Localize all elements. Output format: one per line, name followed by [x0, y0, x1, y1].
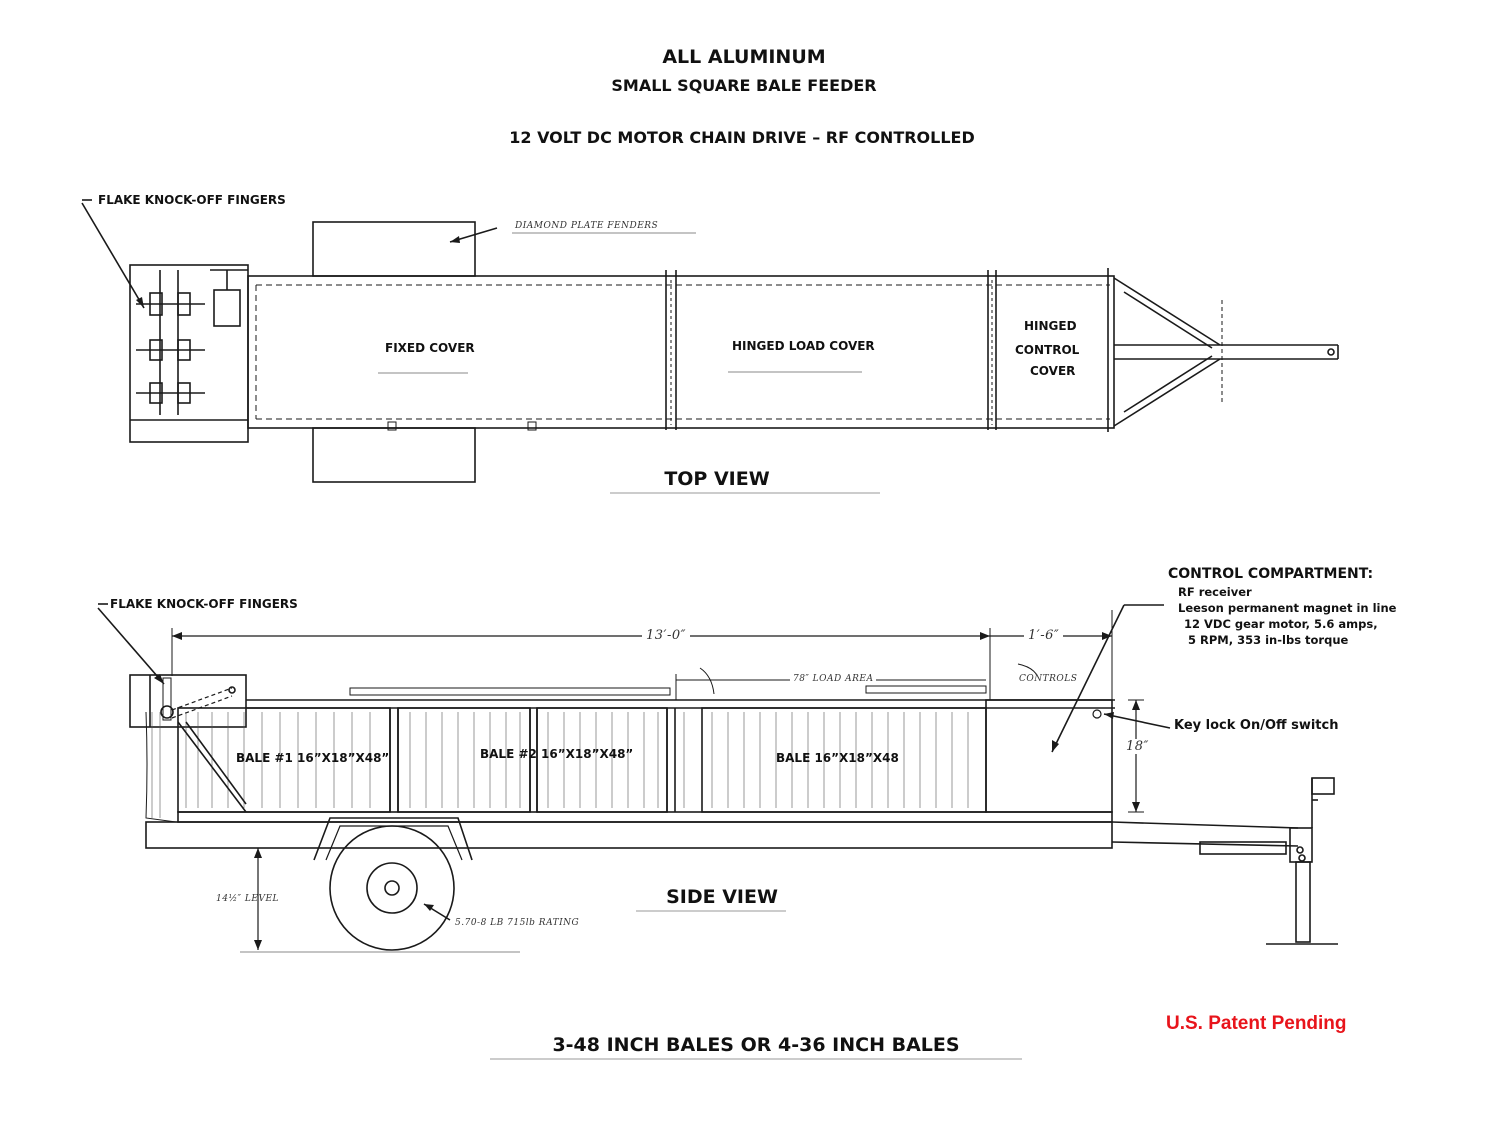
top-fingers-label: FLAKE KNOCK-OFF FINGERS — [98, 193, 286, 207]
drive-description: 12 VOLT DC MOTOR CHAIN DRIVE – RF CONTRO… — [509, 128, 975, 147]
key-lock-label: Key lock On/Off switch — [1174, 718, 1339, 733]
bales-capacity-note: 3-48 INCH BALES OR 4-36 INCH BALES — [552, 1034, 960, 1056]
side-feeder-head — [129, 674, 247, 728]
load-area-label: 78″ LOAD AREA — [790, 674, 877, 684]
bale-1-label: BALE #1 16”X18”X48” — [236, 751, 390, 765]
controls-label: CONTROLS — [1016, 674, 1081, 684]
patent-notice: U.S. Patent Pending — [1166, 1013, 1347, 1034]
page-title: ALL ALUMINUM — [662, 46, 826, 68]
control-compartment-line: 12 VDC gear motor, 5.6 amps, — [1184, 617, 1378, 631]
side-wheel — [329, 825, 455, 951]
hinged-control-cover-line-2: CONTROL — [1015, 343, 1080, 357]
bale-2-label: BALE #2 16”X18”X48” — [480, 747, 634, 761]
control-compartment-line: RF receiver — [1178, 585, 1252, 599]
hinged-control-cover-line-1: HINGED — [1024, 319, 1077, 333]
side-view-caption: SIDE VIEW — [666, 886, 778, 908]
bale-3-label: BALE 16”X18”X48 — [776, 751, 899, 765]
top-view-drawing — [81, 199, 1339, 483]
top-main-deck — [247, 275, 1115, 429]
top-feeder-head — [129, 264, 249, 443]
top-view-caption: TOP VIEW — [664, 468, 770, 490]
controls-dimension: 1′-6″ — [1024, 628, 1064, 643]
bale-texture — [151, 712, 969, 818]
control-compartment-note: CONTROL COMPARTMENT: RF receiver Leeson … — [1168, 566, 1396, 647]
hinged-control-cover-line-3: COVER — [1030, 364, 1076, 378]
top-fender-upper — [312, 221, 476, 277]
hinged-load-cover-label: HINGED LOAD COVER — [732, 339, 875, 353]
ground-height-label: 14½″ LEVEL — [216, 894, 279, 904]
top-fender-lower — [312, 427, 476, 483]
control-compartment-side — [985, 699, 1113, 813]
height-dimension: 18″ — [1124, 739, 1151, 754]
fenders-label: DIAMOND PLATE FENDERS — [515, 221, 659, 231]
control-compartment-heading: CONTROL COMPARTMENT: — [1168, 566, 1374, 582]
side-fingers-label: FLAKE KNOCK-OFF FINGERS — [110, 597, 298, 611]
page-subtitle: SMALL SQUARE BALE FEEDER — [611, 76, 877, 95]
control-compartment-line: 5 RPM, 353 in-lbs torque — [1188, 633, 1349, 647]
control-compartment-line: Leeson permanent magnet in line — [1178, 601, 1397, 615]
tire-rating-label: 5.70-8 LB 715lb RATING — [455, 918, 580, 928]
side-view-drawing — [97, 603, 1338, 953]
length-dimension: 13′-0″ — [642, 628, 691, 643]
fixed-cover-label: FIXED COVER — [385, 341, 475, 355]
